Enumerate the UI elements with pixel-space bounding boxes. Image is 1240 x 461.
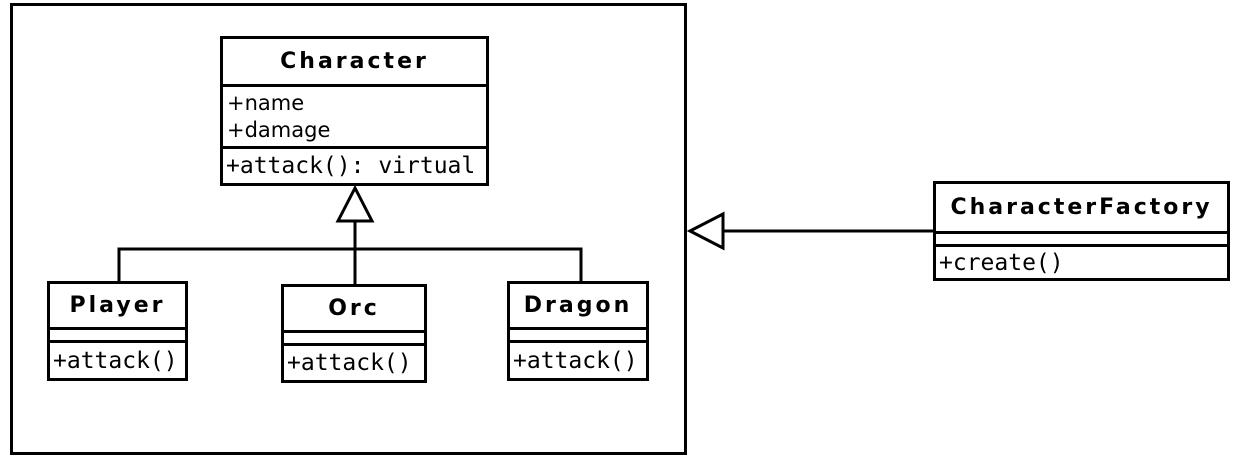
- class-characterfactory: CharacterFactory +create(): [933, 181, 1230, 281]
- class-method: +attack(): virtual: [226, 153, 476, 179]
- class-method: +create(): [939, 249, 1064, 276]
- class-methods: +create(): [936, 247, 1227, 278]
- class-methods: +attack(): [510, 343, 646, 378]
- class-methods: +attack(): [284, 346, 424, 380]
- class-title: Player: [50, 284, 185, 330]
- class-attributes-empty: [936, 234, 1227, 247]
- class-attributes-empty: [50, 330, 185, 343]
- module-boundary-box: [10, 3, 687, 455]
- generalization-arrowhead: [686, 211, 725, 251]
- class-attribute: +damage: [227, 118, 331, 142]
- class-attributes-empty: [510, 330, 646, 343]
- class-methods: +attack(): virtual: [223, 146, 486, 183]
- class-player: Player +attack(): [47, 281, 188, 381]
- class-attributes-empty: [284, 333, 424, 346]
- class-method: +attack(): [513, 347, 638, 374]
- class-title: Character: [223, 39, 486, 87]
- class-title: CharacterFactory: [936, 184, 1227, 234]
- class-character: Character +name +damage +attack(): virtu…: [220, 36, 489, 186]
- class-method: +attack(): [53, 347, 178, 374]
- class-attributes: +name +damage: [223, 87, 486, 146]
- class-dragon: Dragon +attack(): [507, 281, 649, 381]
- class-attribute: +name: [227, 91, 305, 115]
- class-methods: +attack(): [50, 343, 185, 378]
- class-title: Dragon: [510, 284, 646, 330]
- class-orc: Orc +attack(): [281, 284, 427, 383]
- class-method: +attack(): [287, 350, 412, 376]
- class-title: Orc: [284, 287, 424, 333]
